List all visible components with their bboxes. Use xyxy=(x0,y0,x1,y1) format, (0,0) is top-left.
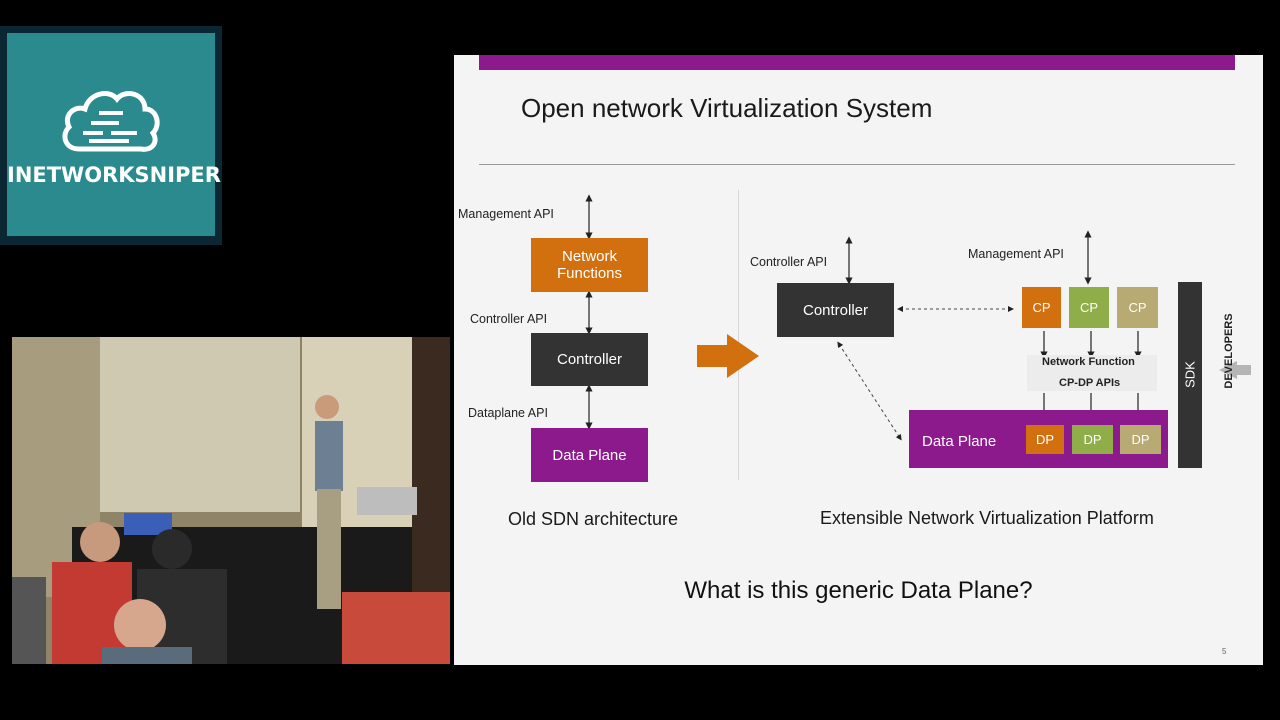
dp-box-3: DP xyxy=(1120,425,1161,454)
cloud-maze-icon xyxy=(62,91,160,152)
presentation-slide: Open network Virtualization System Manag… xyxy=(454,55,1263,665)
speaker-video[interactable] xyxy=(12,337,450,664)
right-data-plane-label: Data Plane xyxy=(922,433,997,450)
left-management-api-label: Management API xyxy=(458,207,554,221)
cp-box-3: CP xyxy=(1117,287,1158,328)
right-controller-box: Controller xyxy=(777,283,894,337)
diagram-arrows xyxy=(585,194,1251,441)
transition-arrow xyxy=(697,334,759,378)
left-dataplane-api-label: Dataplane API xyxy=(468,406,548,420)
dp-box-2: DP xyxy=(1072,425,1113,454)
right-caption: Extensible Network Virtualization Platfo… xyxy=(820,508,1154,528)
left-controller-box: Controller xyxy=(531,333,648,386)
developers-label: DEVELOPERS xyxy=(1223,313,1235,389)
sdk-label: SDK xyxy=(1182,361,1198,388)
slide-title: Open network Virtualization System xyxy=(521,93,933,123)
logo-background: INETWORKSNIPER xyxy=(7,33,221,236)
right-management-api-label: Management API xyxy=(968,247,1064,261)
logo-text: INETWORKSNIPER xyxy=(7,163,221,187)
sdk-bar xyxy=(1178,282,1202,468)
right-controller-api-label: Controller API xyxy=(750,255,828,269)
video-frame xyxy=(12,337,450,664)
slide-question: What is this generic Data Plane? xyxy=(684,577,1033,604)
left-data-plane-box: Data Plane xyxy=(531,428,648,482)
nf-api-label-1: Network Function xyxy=(1042,356,1135,368)
left-caption: Old SDN architecture xyxy=(508,509,679,529)
slide-accent-bar xyxy=(479,55,1235,70)
dp-box-1: DP xyxy=(1026,425,1064,454)
controller-dp-dashed xyxy=(837,341,902,441)
page-number: 5 xyxy=(1222,647,1227,656)
developers-arrow xyxy=(1219,361,1251,379)
left-controller-api-label: Controller API xyxy=(470,312,548,326)
section-divider xyxy=(738,190,739,480)
cp-box-2: CP xyxy=(1069,287,1109,328)
cp-box-1: CP xyxy=(1022,287,1061,328)
title-divider xyxy=(479,164,1235,165)
nf-api-panel xyxy=(1027,355,1157,391)
network-functions-box: Network Functions xyxy=(531,238,648,292)
channel-logo: INETWORKSNIPER xyxy=(0,26,222,245)
nf-api-label-2: CP-DP APIs xyxy=(1059,377,1121,389)
